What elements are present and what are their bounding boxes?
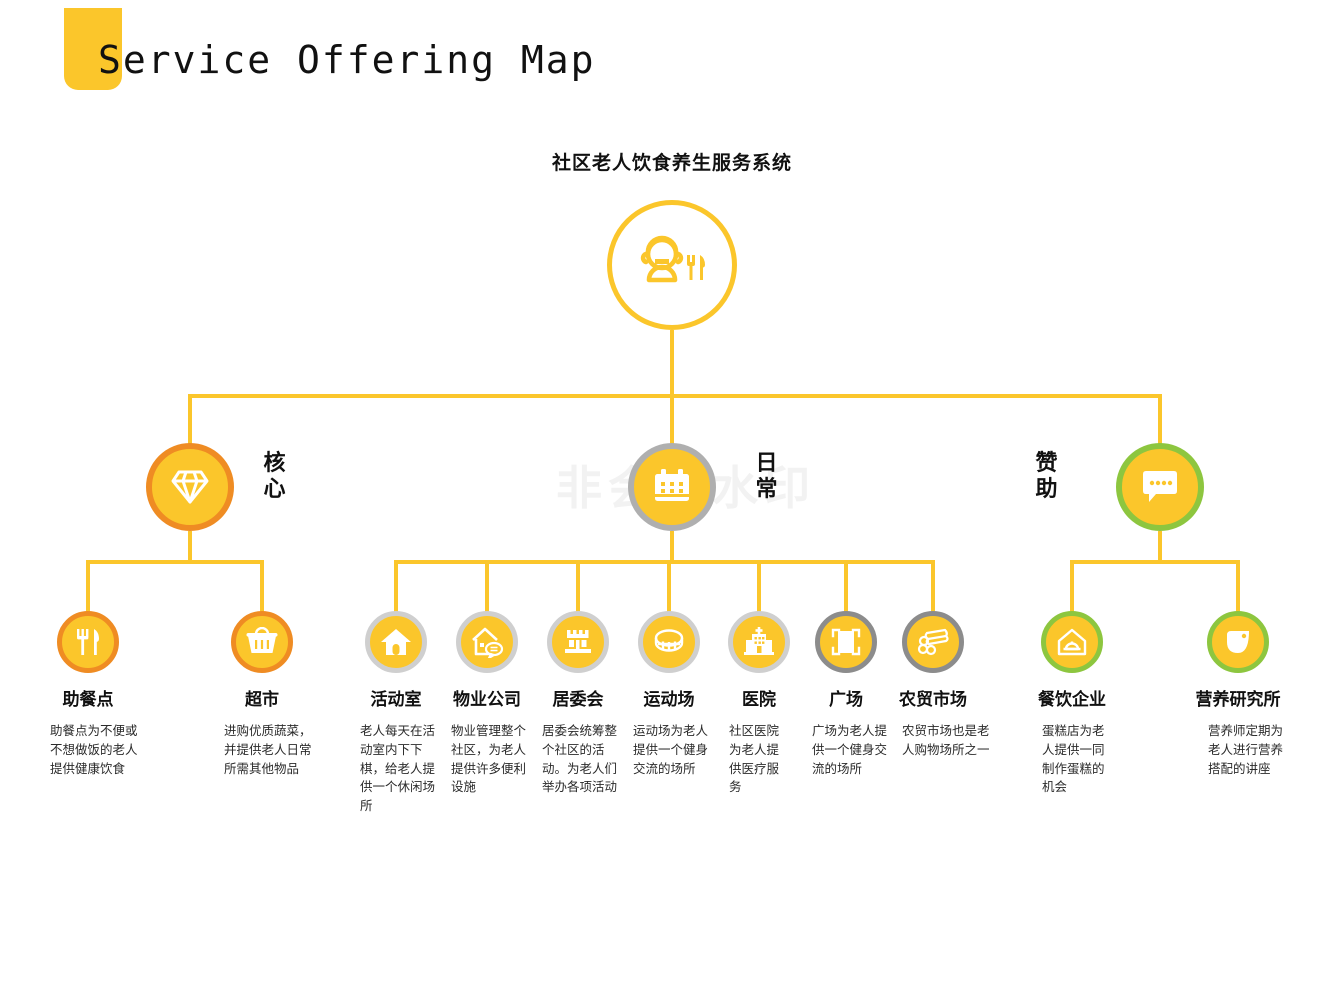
branch-node-daily[interactable] <box>628 443 716 531</box>
leaf-node-4[interactable] <box>547 611 609 673</box>
leaf-desc-1: 进购优质蔬菜，并提供老人日常所需其他物品 <box>224 724 312 776</box>
connector-daily-stem <box>670 531 674 563</box>
connector-leaf-9-down <box>1070 560 1074 612</box>
leaf-label-4: 居委会 <box>552 690 604 709</box>
leaf-node-1[interactable] <box>231 611 293 673</box>
connector-branch-core-down <box>188 394 192 450</box>
connector-leaf-3-down <box>485 560 489 612</box>
connector-leaf-4-down <box>576 560 580 612</box>
leaf-label-0: 助餐点 <box>62 690 114 709</box>
leaf-node-9[interactable] <box>1041 611 1103 673</box>
leaf-node-2[interactable] <box>365 611 427 673</box>
leaf-node-8[interactable] <box>902 611 964 673</box>
root-node-title: 社区老人饮食养生服务系统 <box>551 153 792 174</box>
title-accent-swatch <box>64 8 122 90</box>
leaf-label-8: 农贸市场 <box>899 690 967 709</box>
leaf-label-7: 广场 <box>829 690 863 709</box>
leaf-desc-0: 助餐点为不便或不想做饭的老人提供健康饮食 <box>50 724 138 776</box>
leaf-desc-2: 老人每天在活动室内下下棋，给老人提供一个休闲场所 <box>360 724 436 813</box>
connector-daily-bus <box>394 560 931 564</box>
branch-label-core: 核心 <box>263 450 287 501</box>
connector-leaf-0-down <box>86 560 90 612</box>
branch-node-sponsor[interactable] <box>1116 443 1204 531</box>
connector-sponsor-bus <box>1070 560 1238 564</box>
leaf-label-5: 运动场 <box>643 690 695 709</box>
connector-branch-sponsor-down <box>1158 394 1162 450</box>
leaf-label-1: 超市 <box>245 690 279 709</box>
leaf-label-3: 物业公司 <box>453 690 521 709</box>
leaf-label-10: 营养研究所 <box>1195 690 1281 709</box>
leaf-desc-5: 运动场为老人提供一个健身交流的场所 <box>633 724 709 776</box>
leaf-desc-9: 蛋糕店为老人提供一同制作蛋糕的机会 <box>1042 724 1105 795</box>
branch-label-sponsor: 赞助 <box>1035 450 1059 501</box>
page-header: Service Offering Map <box>32 8 594 100</box>
leaf-desc-8: 农贸市场也是老人购物场所之一 <box>902 724 990 757</box>
leaf-desc-6: 社区医院为老人提供医疗服务 <box>729 724 780 795</box>
page-title: Service Offering Map <box>98 38 596 82</box>
connector-leaf-2-down <box>394 560 398 612</box>
connector-leaf-5-down <box>667 560 671 612</box>
leaf-node-7[interactable] <box>815 611 877 673</box>
connector-leaf-1-down <box>260 560 264 612</box>
connector-sponsor-stem <box>1158 531 1162 563</box>
leaf-node-0[interactable] <box>57 611 119 673</box>
connector-level1-bus <box>188 394 1162 398</box>
root-node-circle[interactable] <box>607 200 737 330</box>
leaf-node-3[interactable] <box>456 611 518 673</box>
leaf-node-10[interactable] <box>1207 611 1269 673</box>
connector-leaf-8-down <box>931 560 935 612</box>
connector-core-bus <box>86 560 264 564</box>
leaf-desc-10: 营养师定期为老人进行营养搭配的讲座 <box>1208 724 1284 776</box>
connector-core-stem <box>188 531 192 563</box>
leaf-desc-7: 广场为老人提供一个健身交流的场所 <box>812 724 888 776</box>
connector-leaf-7-down <box>844 560 848 612</box>
connector-leaf-6-down <box>757 560 761 612</box>
leaf-node-6[interactable] <box>728 611 790 673</box>
branch-node-core[interactable] <box>146 443 234 531</box>
leaf-label-9: 餐饮企业 <box>1038 690 1106 709</box>
connector-leaf-10-down <box>1236 560 1240 612</box>
leaf-desc-4: 居委会统筹整个社区的活动。为老人们举办各项活动 <box>542 724 618 795</box>
connector-branch-daily-down <box>670 394 674 450</box>
leaf-label-2: 活动室 <box>370 690 422 709</box>
leaf-desc-3: 物业管理整个社区，为老人提供许多便利设施 <box>451 724 527 795</box>
leaf-label-6: 医院 <box>742 690 776 709</box>
leaf-node-5[interactable] <box>638 611 700 673</box>
branch-label-daily: 日常 <box>755 450 779 501</box>
connector-root-down <box>670 330 674 397</box>
